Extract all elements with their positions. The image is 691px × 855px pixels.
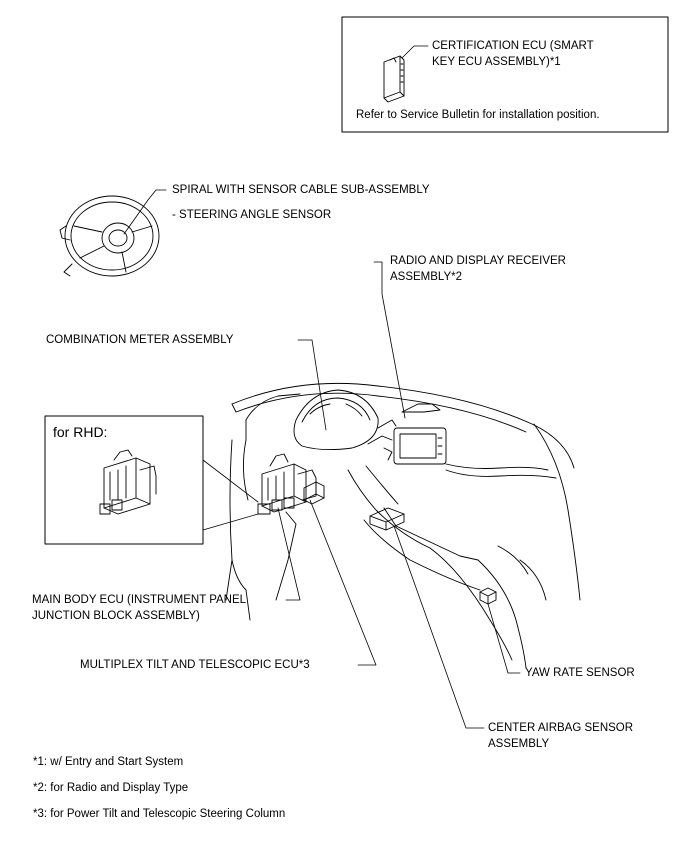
combination-meter-label: COMBINATION METER ASSEMBLY [46, 334, 234, 346]
service-bulletin-note: Refer to Service Bulletin for installati… [356, 109, 600, 121]
rhd-inset-connectors [202, 459, 259, 531]
center-airbag-label-line1: CENTER AIRBAG SENSOR [488, 722, 634, 734]
spiral-cable-label: SPIRAL WITH SENSOR CABLE SUB-ASSEMBLY - … [172, 182, 430, 223]
certification-ecu-label: CERTIFICATION ECU (SMART KEY ECU ASSEMBL… [432, 38, 594, 70]
rhd-inset-box [44, 415, 204, 545]
yaw-rate-label: YAW RATE SENSOR [525, 667, 635, 679]
footnote-1: *1: w/ Entry and Start System [33, 756, 184, 768]
junction-block-drawing [257, 453, 317, 515]
footnote-2: *2: for Radio and Display Type [33, 782, 189, 794]
center-airbag-label: CENTER AIRBAG SENSOR ASSEMBLY [488, 720, 633, 752]
spiral-cable-label-line1: SPIRAL WITH SENSOR CABLE SUB-ASSEMBLY [172, 184, 430, 196]
center-airbag-sensor-drawing [369, 507, 405, 531]
steering-wheel-drawing [59, 195, 160, 277]
yaw-rate-sensor-drawing [479, 587, 497, 605]
multiplex-tilt-label: MULTIPLEX TILT AND TELESCOPIC ECU*3 [80, 659, 310, 671]
rhd-inset-title: for RHD: [53, 424, 108, 440]
yaw-rate-leader [487, 603, 521, 674]
certification-ecu-leader [401, 45, 429, 59]
radio-receiver-label-line2: ASSEMBLY*2 [390, 271, 463, 283]
radio-leader [373, 261, 406, 419]
main-body-ecu-label-line1: MAIN BODY ECU (INSTRUMENT PANEL [32, 594, 247, 606]
certification-ecu-label-line2: KEY ECU ASSEMBLY)*1 [432, 56, 561, 68]
radio-receiver-label: RADIO AND DISPLAY RECEIVER ASSEMBLY*2 [390, 253, 566, 285]
footnote-3: *3: for Power Tilt and Telescopic Steeri… [33, 808, 286, 820]
spiral-cable-leader [123, 189, 167, 235]
certification-ecu-label-line1: CERTIFICATION ECU (SMART [432, 40, 594, 52]
multiplex-ecu-drawing [303, 481, 325, 505]
main-body-ecu-label-line2: JUNCTION BLOCK ASSEMBLY) [32, 610, 200, 622]
radio-receiver-label-line1: RADIO AND DISPLAY RECEIVER [390, 255, 566, 267]
certification-ecu-drawing [383, 55, 405, 103]
main-body-ecu-label: MAIN BODY ECU (INSTRUMENT PANEL JUNCTION… [32, 592, 246, 624]
spiral-cable-label-line2: - STEERING ANGLE SENSOR [172, 209, 332, 221]
dashboard-drawing [225, 382, 581, 669]
multiplex-tilt-leader [309, 499, 377, 666]
center-airbag-leader [393, 525, 485, 729]
certification-ecu-box [341, 16, 669, 133]
center-airbag-label-line2: ASSEMBLY [488, 738, 550, 750]
combination-meter-leader [297, 339, 327, 431]
main-body-ecu-leader [277, 507, 301, 601]
rhd-junction-block-drawing [99, 449, 157, 515]
